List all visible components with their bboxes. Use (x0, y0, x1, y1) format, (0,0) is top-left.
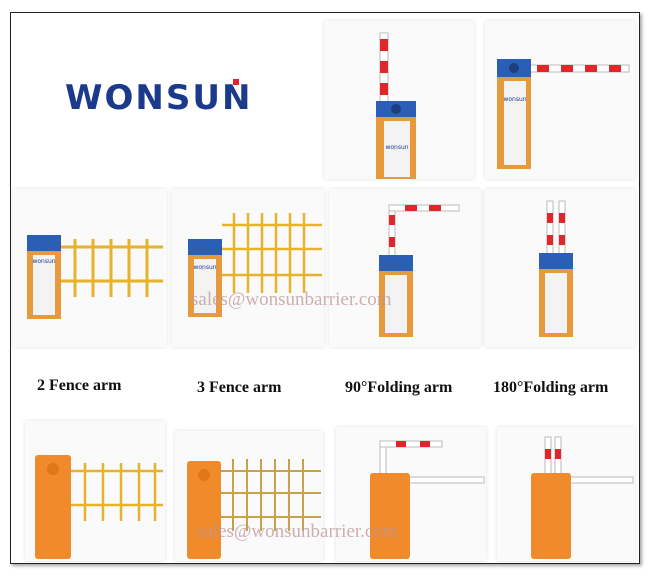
product-straight-arm-lowered: wonsun (485, 21, 635, 179)
product-3-fence-arm-orange (175, 431, 323, 561)
product-2-fence-arm-orange (25, 421, 165, 561)
product-90-folding-arm (329, 189, 481, 347)
wonsun-logo: WONSUN (65, 78, 252, 117)
logo-text: WONSUN (65, 78, 252, 117)
svg-text:wonsun: wonsun (32, 258, 55, 265)
svg-text:wonsun: wonsun (193, 264, 216, 271)
svg-text:wonsun: wonsun (503, 96, 526, 103)
caption-180-folding-arm: 180°Folding arm (493, 379, 609, 396)
watermark-lower: sales@wonsunbarrier.com (197, 521, 398, 542)
caption-2-fence-arm: 2 Fence arm (37, 377, 122, 394)
caption-90-folding-arm: 90°Folding arm (345, 379, 453, 396)
product-straight-arm-raised: wonsun (324, 21, 474, 179)
svg-text:wonsun: wonsun (385, 144, 408, 151)
product-180-folding-arm-orange (497, 427, 635, 561)
product-3-fence-arm: wonsun (172, 189, 324, 347)
product-180-folding-arm (485, 189, 635, 347)
catalog-frame: WONSUN wonsun wonsun (10, 12, 640, 564)
product-90-folding-arm-orange (336, 427, 486, 561)
logo-red-dot (233, 79, 239, 85)
watermark-upper: sales@wonsunbarrier.com (191, 289, 392, 310)
caption-3-fence-arm: 3 Fence arm (197, 379, 282, 396)
product-2-fence-arm: wonsun (13, 189, 167, 347)
